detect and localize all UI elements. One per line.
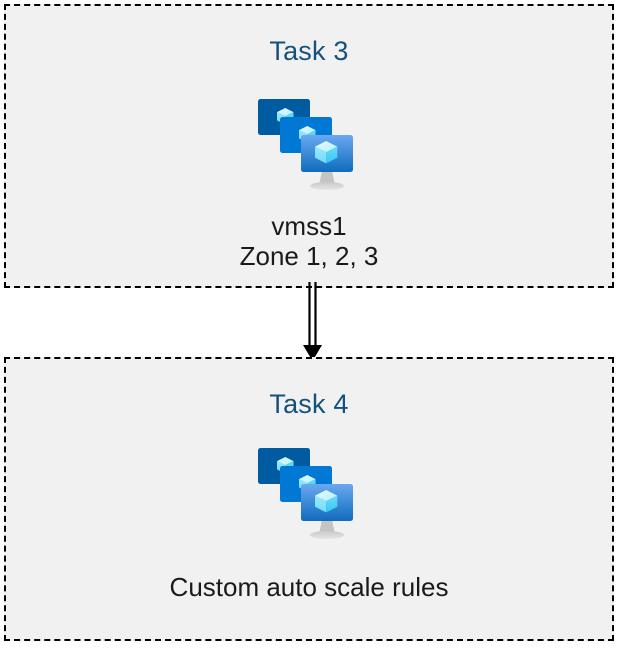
vmss-monitor-stand (310, 520, 344, 539)
task-box-task-4[interactable]: Task 4 (4, 357, 614, 641)
task-4-caption: Custom auto scale rules (169, 572, 449, 602)
task-4-title: Task 4 (269, 389, 349, 419)
vmss-icon (258, 99, 353, 190)
vmss-icon (258, 448, 353, 539)
task-3-caption: vmss1 Zone 1, 2, 3 (239, 211, 379, 272)
vmss-monitor-stand (310, 171, 344, 190)
task-box-task-3[interactable]: Task 3 (4, 4, 614, 288)
connector-arrow-task3-to-task4 (303, 282, 322, 361)
vmss-monitor-front (301, 135, 353, 172)
vmss-monitor-front (301, 484, 353, 521)
arrowhead-icon (303, 345, 322, 361)
task-3-title: Task 3 (269, 36, 349, 66)
